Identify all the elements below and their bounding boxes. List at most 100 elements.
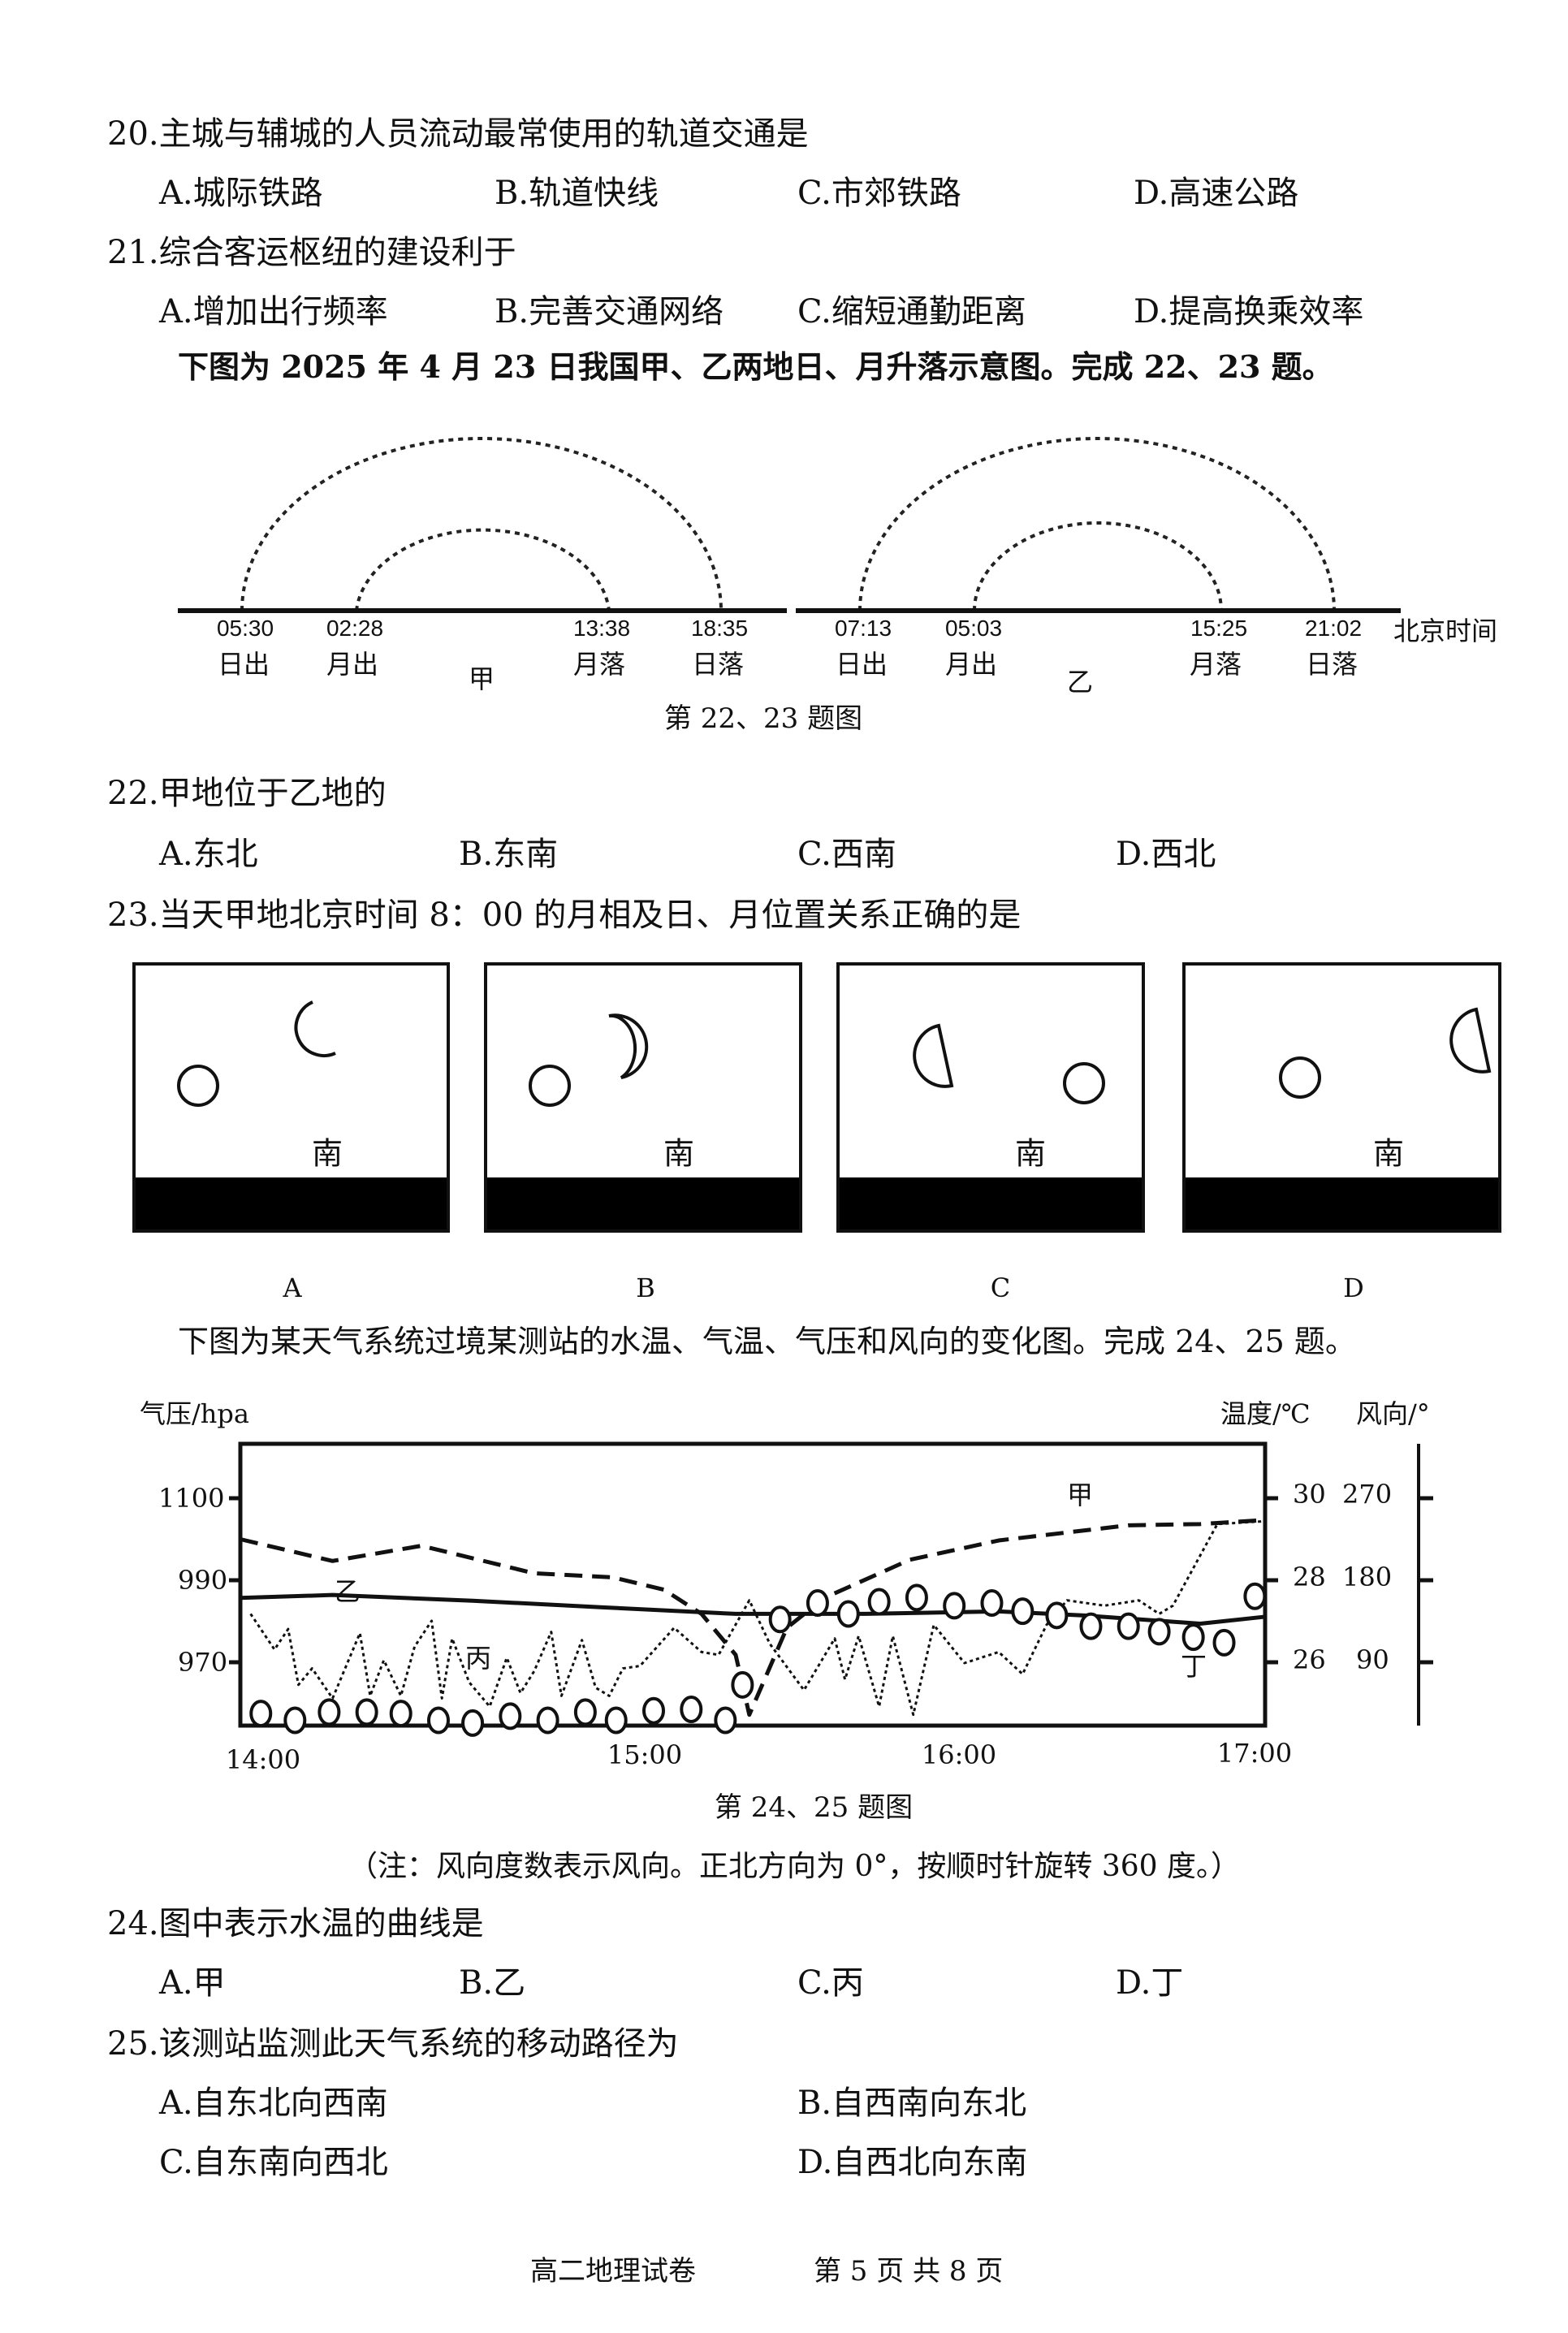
sun-icon	[1063, 1062, 1105, 1104]
q25-option-a[interactable]: A.自东北向西南	[159, 2085, 388, 2122]
wind-axis-label: 风向/°	[1356, 1398, 1430, 1429]
wind-direction-point	[1212, 1628, 1236, 1657]
q21-option-d[interactable]: D.提高换乘效率	[1134, 293, 1364, 331]
yi-sun-arc	[858, 437, 1336, 611]
figure-caption-24-25: 第 24、25 题图	[714, 1791, 914, 1824]
wind-direction-point	[980, 1589, 1004, 1618]
wind-direction-point	[536, 1706, 559, 1735]
q21-option-a[interactable]: A.增加出行频率	[159, 293, 388, 331]
q20-option-b[interactable]: B.轨道快线	[495, 175, 659, 212]
q21-option-c[interactable]: C.缩短通勤距离	[797, 293, 1026, 331]
wind-direction-point	[768, 1605, 792, 1634]
wind-tick: 90	[1356, 1644, 1389, 1675]
ground-band	[840, 1177, 1142, 1229]
q23-option-a-label[interactable]: A	[283, 1272, 302, 1303]
intro-24-25: 下图为某天气系统过境某测站的水温、气温、气压和风向的变化图。完成 24、25 题…	[178, 1324, 1356, 1359]
wind-direction-point	[1147, 1618, 1171, 1646]
temperature-axis-label: 温度/℃	[1220, 1398, 1311, 1429]
wind-direction-point	[867, 1588, 891, 1616]
ground-band	[136, 1177, 447, 1229]
jia-label: 甲	[468, 663, 495, 694]
wind-direction-point	[389, 1700, 413, 1728]
temperature-tick: 30	[1293, 1479, 1326, 1510]
wind-direction-point	[573, 1698, 597, 1726]
q23-option-a-diagram[interactable]: 南	[132, 962, 450, 1233]
moon-crescent-icon	[608, 1013, 649, 1079]
jia-moonrise-time: 02:28	[326, 616, 384, 641]
q23-option-c-label[interactable]: C	[990, 1272, 1011, 1303]
q24-option-b[interactable]: B.乙	[459, 1964, 526, 2002]
q23-option-d-diagram[interactable]: 南	[1182, 962, 1501, 1233]
question-20-stem: 20.主城与辅城的人员流动最常使用的轨道交通是	[107, 115, 809, 153]
q23-option-b-label[interactable]: B	[636, 1272, 655, 1303]
sun-icon	[177, 1065, 219, 1107]
jia-sun-arc	[240, 437, 723, 611]
yi-sunset-label: 日落	[1305, 649, 1359, 680]
wind-direction-point	[1181, 1623, 1205, 1652]
yi-moonrise-label: 月出	[944, 649, 998, 680]
q24-option-d[interactable]: D.丁	[1116, 1964, 1184, 2002]
q20-option-a[interactable]: A.城际铁路	[159, 175, 323, 212]
pressure-tick: 1100	[158, 1483, 225, 1514]
q25-option-c[interactable]: C.自东南向西北	[159, 2144, 388, 2181]
q23-option-c-diagram[interactable]: 南	[836, 962, 1145, 1233]
q25-option-d[interactable]: D.自西北向东南	[797, 2144, 1028, 2181]
footer-subject: 高二地理试卷	[530, 2255, 696, 2288]
jia-sunset-label: 日落	[691, 649, 745, 680]
moon-crescent-icon	[1449, 1007, 1492, 1074]
pressure-axis-label: 气压/hpa	[140, 1398, 249, 1429]
q22-option-b[interactable]: B.东南	[459, 836, 559, 873]
wind-note: （注：风向度数表示风向。正北方向为 0°，按顺时针旋转 360 度。）	[348, 1850, 1240, 1883]
jia-sunrise-label: 日出	[217, 649, 270, 680]
question-25-stem: 25.该测站监测此天气系统的移动路径为	[107, 2025, 679, 2063]
ground-band	[1186, 1177, 1498, 1229]
series-line-bing	[249, 1519, 1266, 1717]
wind-direction-point	[317, 1698, 341, 1726]
pressure-tick: 970	[178, 1647, 228, 1678]
q25-option-b[interactable]: B.自西南向东北	[797, 2085, 1027, 2122]
wind-direction-point	[604, 1706, 628, 1735]
wind-direction-point	[283, 1706, 307, 1735]
question-23-stem: 23.当天甲地北京时间 8：00 的月相及日、月位置关系正确的是	[107, 896, 1022, 934]
south-label: 南	[1014, 1135, 1047, 1172]
sun-moon-scene	[913, 1023, 1105, 1202]
wind-direction-point	[1117, 1612, 1140, 1640]
q20-option-d[interactable]: D.高速公路	[1134, 175, 1299, 212]
wind-tick: 180	[1342, 1562, 1393, 1592]
wind-direction-point	[905, 1583, 928, 1612]
q22-option-a[interactable]: A.东北	[159, 836, 258, 873]
wind-direction-point	[836, 1600, 860, 1628]
yi-moonset-time: 15:25	[1190, 616, 1248, 641]
south-label: 南	[663, 1135, 695, 1172]
jia-moonset-label: 月落	[572, 649, 626, 680]
wind-direction-point	[499, 1702, 522, 1730]
q23-option-d-label[interactable]: D	[1343, 1272, 1364, 1303]
wind-direction-point	[806, 1589, 829, 1618]
wind-direction-point	[249, 1700, 273, 1728]
wind-direction-point	[426, 1706, 450, 1735]
pressure-tick: 990	[178, 1565, 228, 1596]
q23-option-b-diagram[interactable]: 南	[484, 962, 802, 1233]
question-21-stem: 21.综合客运枢纽的建设利于	[107, 234, 516, 271]
q24-option-c[interactable]: C.丙	[797, 1964, 864, 2002]
yi-label: 乙	[1066, 667, 1094, 698]
q20-option-c[interactable]: C.市郊铁路	[797, 175, 961, 212]
wind-direction-point	[642, 1696, 666, 1725]
q24-option-a[interactable]: A.甲	[159, 1964, 226, 2002]
series-label-yi: 乙	[334, 1576, 361, 1607]
wind-direction-point	[714, 1706, 737, 1735]
moon-crescent-icon	[913, 1023, 954, 1088]
series-line-jia	[240, 1518, 1266, 1717]
footer-page: 第 5 页 共 8 页	[814, 2255, 1004, 2288]
series-label-jia: 甲	[1066, 1480, 1094, 1510]
time-tick: 14:00	[225, 1744, 301, 1775]
plot-frame	[238, 1441, 1268, 1728]
wind-tick: 270	[1342, 1479, 1393, 1510]
q22-option-c[interactable]: C.西南	[797, 836, 896, 873]
q22-option-d[interactable]: D.西北	[1116, 836, 1216, 873]
q21-option-b[interactable]: B.完善交通网络	[495, 293, 724, 331]
series-label-bing: 丙	[464, 1643, 492, 1674]
wind-direction-point	[1045, 1601, 1069, 1630]
wind-direction-point	[461, 1709, 485, 1737]
question-22-stem: 22.甲地位于乙地的	[107, 775, 387, 812]
